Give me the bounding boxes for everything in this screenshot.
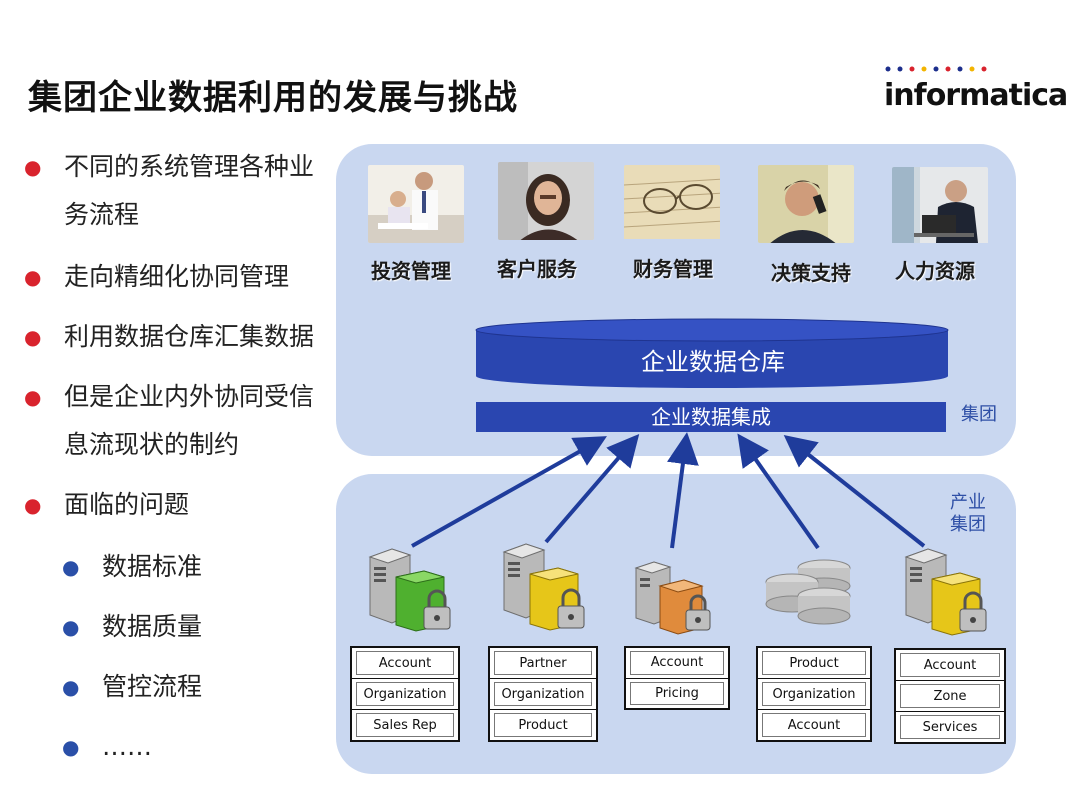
- arrow-source-3: [667, 432, 699, 549]
- sub-bullet-dot-icon: ●: [62, 675, 80, 699]
- table-cell: Account: [896, 650, 1004, 681]
- data-warehouse-label: 企业数据仓库: [641, 348, 785, 376]
- function-label-decision: 决策支持: [771, 261, 851, 285]
- people-meeting-icon: [368, 165, 464, 243]
- bullet-dot-icon: ●: [24, 325, 42, 349]
- arrow-source-5: [783, 435, 926, 548]
- arrow-source-2: [544, 433, 640, 544]
- data-integration-bar: [476, 402, 946, 432]
- industry-label-line2: 集团: [950, 514, 986, 535]
- bullet-dot-icon: ●: [24, 265, 42, 289]
- sub-bullet-dot-icon: ●: [62, 555, 80, 579]
- function-label-customer-service: 客户服务: [497, 257, 577, 281]
- source-table-1: Account Organization Sales Rep: [350, 646, 460, 742]
- photo-hr: [892, 167, 988, 245]
- function-label-finance: 财务管理: [633, 257, 713, 281]
- bullet-dot-icon: ●: [24, 155, 42, 179]
- data-warehouse-cylinder: [475, 318, 949, 388]
- table-cell: Product: [490, 710, 596, 740]
- source-table-2: Partner Organization Product: [488, 646, 598, 742]
- table-cell: Product: [758, 648, 870, 679]
- man-phone-icon: [758, 165, 854, 243]
- arrow-source-4: [737, 433, 820, 550]
- source-table-4: Product Organization Account: [756, 646, 872, 742]
- table-cell: Organization: [490, 679, 596, 710]
- table-cell: Partner: [490, 648, 596, 679]
- bullet-dot-icon: ●: [24, 493, 42, 517]
- table-cell: Account: [626, 648, 728, 679]
- photo-customer-service: [498, 162, 594, 240]
- data-integration-label: 企业数据集成: [651, 405, 771, 429]
- server-database-icon-yellow: [502, 543, 585, 631]
- man-laptop-icon: [892, 167, 988, 243]
- table-cell: Zone: [896, 681, 1004, 712]
- function-label-investment: 投资管理: [371, 259, 451, 283]
- table-cell: Sales Rep: [352, 710, 458, 740]
- table-cell: Pricing: [626, 679, 728, 709]
- table-cell: Account: [352, 648, 458, 679]
- logo-text: informatica: [884, 78, 1068, 113]
- function-label-hr: 人力资源: [895, 259, 975, 283]
- server-database-icon-orange: [634, 561, 711, 635]
- database-disks-icon: [765, 559, 851, 625]
- server-database-icon-yellow-2: [904, 548, 987, 636]
- glasses-document-icon: [624, 165, 720, 239]
- arrow-source-1: [411, 436, 607, 548]
- photo-investment: [368, 165, 464, 243]
- photo-finance: [624, 165, 720, 243]
- table-cell: Account: [758, 710, 870, 740]
- server-database-icon-green: [368, 548, 451, 632]
- source-table-5: Account Zone Services: [894, 648, 1006, 744]
- industry-label-line1: 产业: [950, 492, 986, 513]
- page-title: 集团企业数据利用的发展与挑战: [28, 78, 518, 118]
- customer-service-person-icon: [498, 162, 594, 240]
- group-label: 集团: [961, 404, 997, 425]
- sub-bullet-dot-icon: ●: [62, 735, 80, 759]
- table-cell: Services: [896, 712, 1004, 742]
- bullet-dot-icon: ●: [24, 385, 42, 409]
- source-table-3: Account Pricing: [624, 646, 730, 710]
- photo-decision: [758, 165, 854, 243]
- table-cell: Organization: [352, 679, 458, 710]
- sub-bullet-dot-icon: ●: [62, 615, 80, 639]
- logo-dots-icon: [885, 66, 987, 72]
- table-cell: Organization: [758, 679, 870, 710]
